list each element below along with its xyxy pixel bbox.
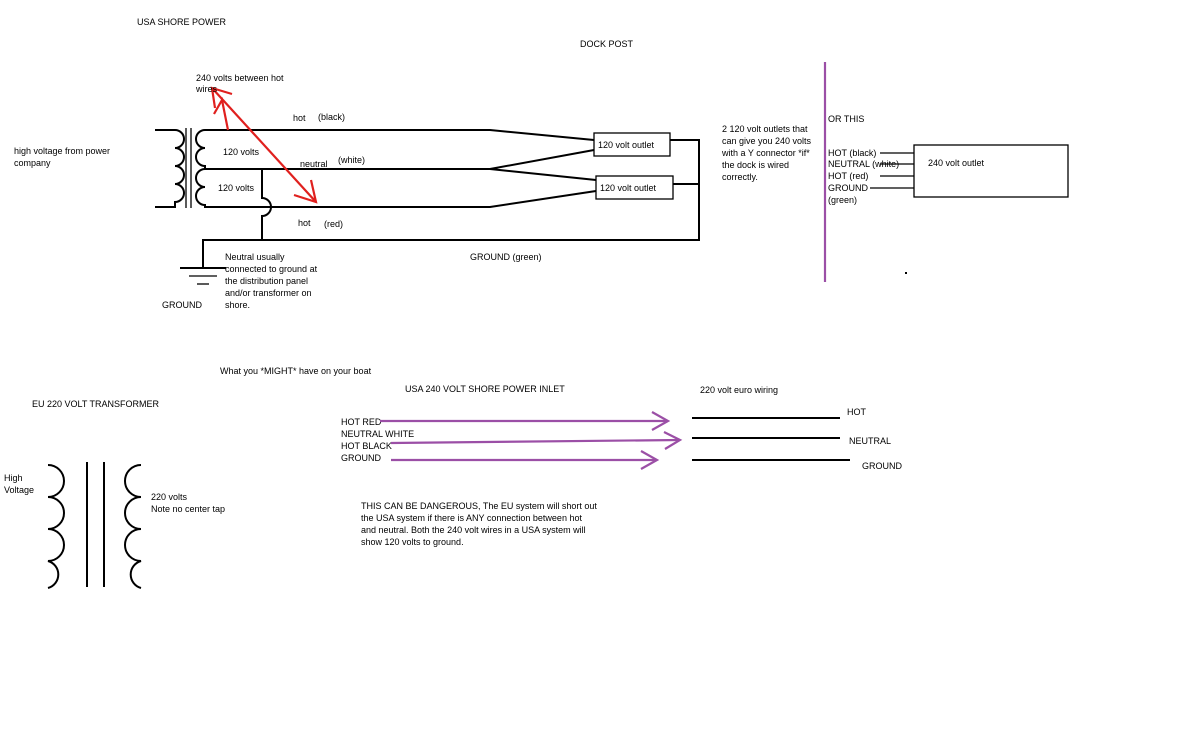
neutral-wire [215, 149, 597, 181]
purple-arrow-1 [380, 411, 671, 431]
purple-arrow-3 [391, 450, 660, 470]
neutral-label: neutral [300, 159, 328, 169]
pin-label-ground: GROUND [828, 183, 868, 193]
white-label: (white) [338, 155, 365, 165]
red-arrow-head-bottom [293, 179, 318, 204]
red-label: (red) [324, 219, 343, 229]
eu-title: EU 220 VOLT TRANSFORMER [32, 399, 160, 409]
or-this-label: OR THIS [828, 114, 864, 124]
euro-label-hot: HOT [847, 407, 867, 417]
outlet-240 [913, 144, 1069, 198]
outlet-120-bottom [595, 175, 674, 200]
ground-wire-label: GROUND (green) [470, 252, 542, 262]
red-240-arrow [211, 87, 317, 203]
hot-red-wire [215, 190, 597, 208]
outlet-240-label: 240 volt outlet [928, 158, 985, 168]
v120-bottom-label: 120 volts [218, 183, 255, 193]
ground-wire [202, 139, 700, 268]
y-connector-note: 2 120 volt outlets that can give you 240… [721, 124, 814, 182]
eu-220-volts-label: 220 volts [151, 492, 188, 502]
euro-title: 220 volt euro wiring [700, 385, 778, 395]
primary-coil [155, 129, 185, 208]
usa-title: USA SHORE POWER [137, 17, 227, 27]
red-arrow-tail-mark [213, 96, 230, 131]
stray-dot [905, 272, 907, 274]
outlet-120-bottom-label: 120 volt outlet [600, 183, 657, 193]
eu-primary-coil [47, 464, 65, 589]
inlet-ground: GROUND [341, 453, 381, 463]
pin-label-hot-black: HOT (black) [828, 148, 876, 158]
outlet-120-top-label: 120 volt outlet [598, 140, 655, 150]
ground-label: GROUND [162, 300, 202, 310]
might-have-label: What you *MIGHT* have on your boat [220, 366, 372, 376]
hot-bottom-label: hot [298, 218, 311, 228]
dock-post-title: DOCK POST [580, 39, 634, 49]
inlet-hot-red: HOT RED [341, 417, 382, 427]
pin-label-hot-red: HOT (red) [828, 171, 868, 181]
eu-no-tap-label: Note no center tap [151, 504, 225, 514]
usa-shore-power-section: USA SHORE POWER DOCK POST high voltage f… [14, 17, 1069, 310]
pin-label-green: (green) [828, 195, 857, 205]
v120-top-label: 120 volts [223, 147, 260, 157]
ground-symbol [180, 267, 226, 285]
eu-secondary-coil [124, 464, 142, 589]
neutral-ground-jumper [261, 169, 272, 240]
hot-black-wire [215, 129, 595, 141]
euro-label-ground: GROUND [862, 461, 902, 471]
euro-label-neutral: NEUTRAL [849, 436, 891, 446]
warning-note: THIS CAN BE DANGEROUS, The EU system wil… [361, 501, 599, 547]
inlet-neutral-white: NEUTRAL WHITE [341, 429, 414, 439]
volts-between-label: 240 volts between hot wires [195, 73, 286, 94]
boat-inlet-section: What you *MIGHT* have on your boat USA 2… [220, 366, 902, 547]
inlet-hot-black: HOT BLACK [341, 441, 392, 451]
secondary-coil [195, 129, 215, 208]
red-arrow-head-top [210, 86, 233, 109]
hot-top-label: hot [293, 113, 306, 123]
inlet-title: USA 240 VOLT SHORE POWER INLET [405, 384, 565, 394]
black-label: (black) [318, 112, 345, 122]
outlet-120-top [593, 132, 671, 157]
eu-transformer-section: EU 220 VOLT TRANSFORMER High Voltage 220… [4, 399, 225, 589]
high-voltage-label: high voltage from power company [14, 146, 113, 168]
pin-label-neutral: NEUTRAL (white) [828, 159, 899, 169]
neutral-note: Neutral usually connected to ground at t… [225, 252, 320, 310]
purple-arrow-2 [390, 431, 683, 450]
eu-high-voltage-label: High Voltage [4, 473, 34, 495]
